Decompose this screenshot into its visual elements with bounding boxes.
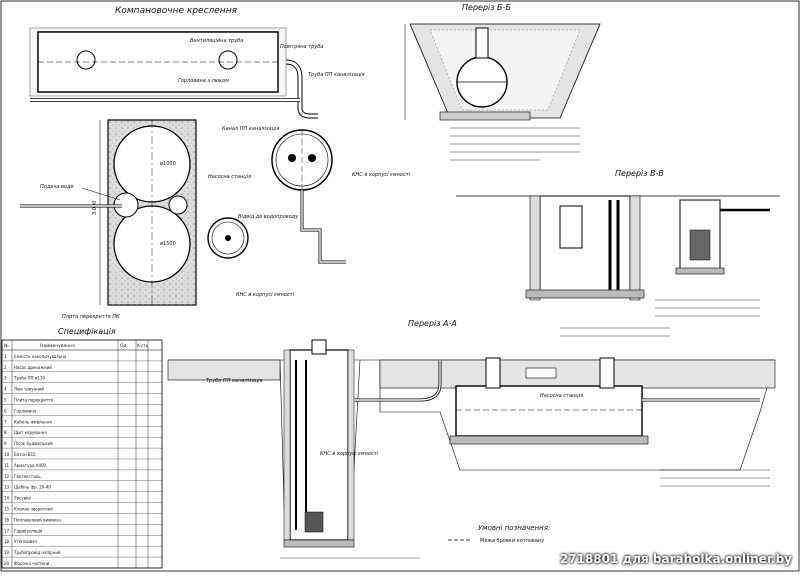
spec-row-name: Бетон В15 bbox=[14, 452, 36, 457]
plan-pump-station bbox=[271, 129, 333, 191]
spec-row-name: Арматура А400 bbox=[14, 463, 47, 468]
spec-row-number: 20 bbox=[4, 561, 10, 566]
plan-top-tank bbox=[29, 27, 287, 97]
spec-row-name: Кабель живлення bbox=[14, 419, 52, 424]
spec-row-number: 1 bbox=[4, 354, 7, 359]
section-aa-notes bbox=[280, 469, 770, 559]
spec-row-number: 9 bbox=[4, 441, 7, 446]
label-pipe-pe2: Канал ПП каналізація bbox=[222, 126, 279, 132]
section-bb-title: Переріз Б-Б bbox=[462, 3, 511, 12]
layout-title: Компановочне креслення bbox=[115, 6, 238, 16]
dim-d2: ø1500 bbox=[160, 241, 176, 247]
label-slab: Плита перекриття ПК bbox=[62, 314, 120, 320]
spec-row-name: Люк чавунний bbox=[14, 387, 44, 392]
spec-row-name: Засувка bbox=[14, 496, 31, 501]
spec-table bbox=[1, 339, 163, 569]
spec-row-name: Ємність накопичувальна bbox=[14, 354, 67, 359]
spec-row-number: 12 bbox=[4, 474, 10, 479]
spec-header-name: Найменування bbox=[40, 342, 75, 349]
spec-row-number: 14 bbox=[4, 496, 10, 501]
label-vent-pipe2: Повітряна труба bbox=[280, 44, 323, 50]
spec-row-name: Поплавковий вимикач bbox=[14, 517, 61, 522]
section-vv bbox=[456, 195, 780, 301]
dim-d3: 3.000 bbox=[92, 201, 98, 215]
spec-header-unit: Од. bbox=[120, 343, 128, 349]
spec-row-name: Насос дренажний bbox=[14, 365, 52, 370]
spec-row-number: 5 bbox=[4, 398, 7, 403]
label-kns2: КНС в корпусі ємності bbox=[236, 292, 295, 298]
spec-row-name: Горловина bbox=[14, 408, 37, 413]
dim-d1: ø1000 bbox=[160, 161, 176, 167]
spec-row-number: 16 bbox=[4, 517, 10, 522]
spec-row-number: 11 bbox=[4, 463, 10, 468]
plan-concrete-slab bbox=[107, 119, 197, 306]
label-pipe-pe: Труба ПП каналізація bbox=[308, 72, 365, 78]
section-bb bbox=[404, 23, 601, 121]
spec-row-number: 4 bbox=[4, 387, 7, 392]
spec-row-number: 2 bbox=[4, 365, 7, 370]
label-manhole: Горловина з люком bbox=[178, 78, 229, 84]
spec-row-name: Щит керування bbox=[14, 430, 47, 435]
spec-row-number: 18 bbox=[4, 539, 10, 544]
spec-row-name: Труба ПП ø110 bbox=[13, 376, 45, 381]
spec-rows: 1 Ємність накопичувальна 2 Насос дренажний 3… bbox=[2, 354, 162, 569]
spec-title: Специфікація bbox=[58, 327, 116, 336]
spec-row-name: Фасонні частини bbox=[14, 561, 50, 566]
spec-row-number: 13 bbox=[4, 485, 10, 490]
spec-header-pos: № bbox=[4, 343, 9, 349]
section-aa-title: Переріз А-А bbox=[408, 319, 457, 328]
section-vv-title: Переріз В-В bbox=[615, 169, 664, 178]
spec-row-number: 3 bbox=[4, 376, 7, 381]
label-vent-pipe: Вентиляційна труба bbox=[190, 38, 243, 44]
spec-row-name: Щебінь фр. 20-40 bbox=[14, 485, 51, 490]
label-pump-well: Насосна станція bbox=[208, 174, 251, 180]
spec-header-qty: К-сть bbox=[137, 343, 149, 348]
spec-row-number: 7 bbox=[4, 419, 7, 424]
label-pump-well2: Насосна станція bbox=[540, 393, 583, 399]
legend-title: Умовні позначення: bbox=[478, 524, 550, 532]
spec-row-name: Клапан зворотний bbox=[14, 507, 53, 512]
spec-row-name: Утеплювач bbox=[14, 539, 37, 544]
spec-row-name: Трубопровід напірний bbox=[13, 550, 61, 555]
spec-row-name: Плита перекриття bbox=[14, 398, 54, 403]
section-vv-notes bbox=[560, 299, 760, 337]
spec-row-number: 17 bbox=[4, 528, 10, 533]
watermark: 2718801 для baraholka.onliner.by bbox=[559, 552, 792, 566]
spec-row-number: 8 bbox=[4, 430, 7, 435]
spec-row-number: 15 bbox=[4, 507, 10, 512]
section-bb-notes bbox=[450, 127, 580, 161]
legend-item: Межа бровки котловану bbox=[480, 538, 544, 544]
spec-row-name: Геотекстиль bbox=[14, 474, 41, 479]
spec-row-name: Пісок будівельний bbox=[14, 441, 53, 446]
spec-row-number: 10 bbox=[4, 452, 10, 457]
label-kns3: КНС в корпусі ємності bbox=[320, 451, 379, 457]
section-aa bbox=[167, 339, 776, 548]
label-outlet: Відвід до водопроводу bbox=[238, 214, 299, 220]
label-pipe-pe3: Труба ПП каналізація bbox=[206, 378, 263, 384]
spec-row-number: 19 bbox=[4, 550, 10, 555]
spec-row-number: 6 bbox=[4, 408, 7, 413]
plan-small-well bbox=[207, 217, 249, 259]
label-kns: КНС в корпусі ємності bbox=[352, 172, 411, 178]
spec-row-name: Гідроізоляція bbox=[14, 528, 43, 533]
label-inlet: Подача води bbox=[40, 184, 74, 190]
